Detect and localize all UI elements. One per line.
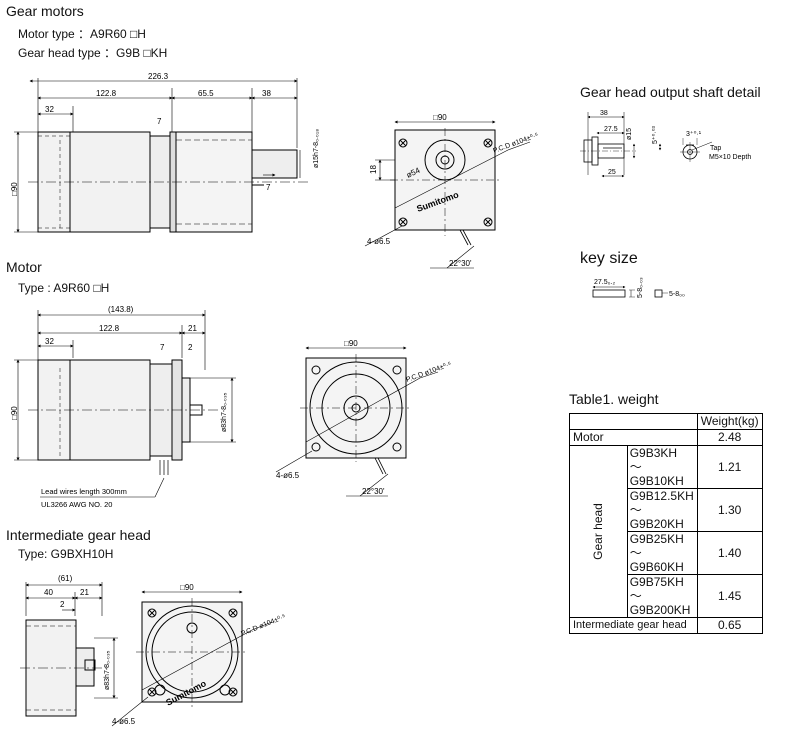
front-holes: 4-ø6.5 xyxy=(367,237,391,246)
motor-row-label: Motor xyxy=(569,429,698,446)
dim-shaft: ø15h7-8₀.₀₁₈ xyxy=(313,129,320,168)
inter-dim-21: 21 xyxy=(80,588,89,597)
motor-dim-122-8: 122.8 xyxy=(99,324,120,333)
dim-sq90: □90 xyxy=(10,182,19,196)
intermediate-row-label: Intermediate gear head xyxy=(569,617,698,634)
gear-head-label: Gear head xyxy=(590,503,605,560)
motor-front-angle: 22°30' xyxy=(362,487,385,496)
weight-header: Weight(kg) xyxy=(696,413,763,430)
motor-front-view xyxy=(275,346,439,497)
front-sq90: □90 xyxy=(433,113,447,122)
motor-dim-21: 21 xyxy=(188,324,197,333)
intermediate-title: Intermediate gear head xyxy=(6,527,151,543)
row-weight: 1.30 xyxy=(696,488,763,532)
key-size-title: key size xyxy=(580,250,638,267)
dim-65-5: 65.5 xyxy=(198,89,214,98)
table-row: G9B25KH～ G9B60KH xyxy=(626,531,698,575)
dim-7b: 7 xyxy=(266,183,271,192)
intermediate-front-view xyxy=(111,590,273,727)
table-row: G9B75KH～ G9B200KH xyxy=(626,574,698,618)
intermediate-side-view xyxy=(20,582,118,717)
front-pcd: P.C.D ø104±⁰·⁵ xyxy=(492,131,540,155)
motor-row-weight: 2.48 xyxy=(696,429,763,446)
inter-dim-overall: (61) xyxy=(58,574,73,583)
gear-motor-side-view xyxy=(14,78,310,233)
dim-32: 32 xyxy=(45,105,54,114)
inter-front-sq90: □90 xyxy=(180,583,194,592)
motor-lead-awg: UL3266 AWG NO. 20 xyxy=(41,500,112,509)
shaft-dim-38: 38 xyxy=(600,110,608,117)
table-row: G9B12.5KH～ G9B20KH xyxy=(626,488,698,532)
intermediate-row-weight: 0.65 xyxy=(696,617,763,634)
motor-title: Motor xyxy=(6,259,42,275)
dim-38: 38 xyxy=(262,89,271,98)
key-dim-5-8b: 5-8₀₀ xyxy=(669,291,685,298)
inter-dim-40: 40 xyxy=(44,588,53,597)
shaft-dim-3: 3⁺⁰·¹ xyxy=(686,130,702,138)
row-weight: 1.21 xyxy=(696,445,763,489)
shaft-detail-drawing xyxy=(580,112,713,178)
key-size-drawing xyxy=(592,285,668,298)
inter-dim-pilot: ø83h7-8₀.₀₃₅ xyxy=(104,650,111,690)
dim-overall: 226.3 xyxy=(148,72,169,81)
table-caption: Table1. weight xyxy=(569,391,659,407)
motor-dim-overall: (143.8) xyxy=(108,305,134,314)
inter-front-pcd: P.C.D ø104±⁰·⁵ xyxy=(240,613,287,638)
gear-motor-front-view xyxy=(364,120,531,269)
shaft-dim-5: 5⁺⁰·⁰³ xyxy=(651,125,659,144)
motor-front-pcd: P.C.D ø104±⁰·⁵ xyxy=(405,360,453,384)
shaft-detail-title: Gear head output shaft detail xyxy=(580,84,761,100)
shaft-dim-27-5: 27.5 xyxy=(604,126,618,133)
motor-dim-pilot: ø83h7-8₀.₀₃₅ xyxy=(221,392,228,432)
inter-front-holes: 4-ø6.5 xyxy=(112,717,136,726)
front-angle: 22°30' xyxy=(449,259,472,268)
key-dim-5-8a: 5-8₀.₀₃ xyxy=(637,277,644,298)
motor-lead-wires: Lead wires length 300mm xyxy=(41,487,127,496)
gear-head-type-label: Gear head type ：G9B □KH xyxy=(18,46,168,60)
gear-motors-title: Gear motors xyxy=(6,3,84,19)
front-d18: 18 xyxy=(369,165,378,174)
dim-7a: 7 xyxy=(157,117,162,126)
key-dim-27-5: 27.5₀.₂ xyxy=(594,279,615,286)
motor-type: Type : A9R60 □H xyxy=(18,281,110,295)
shaft-dim-15: ø15 xyxy=(626,128,633,140)
motor-dim-2: 2 xyxy=(188,343,193,352)
motor-dim-sq90: □90 xyxy=(10,406,19,420)
shaft-tap-size: M5×10 Depth xyxy=(709,154,751,161)
row-weight: 1.40 xyxy=(696,531,763,575)
dim-122-8: 122.8 xyxy=(96,89,117,98)
table-row: G9B3KH～ G9B10KH xyxy=(626,445,698,489)
intermediate-type: Type: G9BXH10H xyxy=(18,547,114,561)
shaft-tap: Tap xyxy=(710,145,721,152)
motor-front-sq90: □90 xyxy=(344,339,358,348)
shaft-dim-25: 25 xyxy=(608,169,616,176)
row-weight: 1.45 xyxy=(696,574,763,618)
motor-type-label: Motor type ：A9R60 □H xyxy=(18,27,146,41)
inter-dim-2: 2 xyxy=(60,600,65,609)
motor-dim-32: 32 xyxy=(45,337,54,346)
motor-front-holes: 4-ø6.5 xyxy=(276,471,300,480)
motor-side-view xyxy=(14,310,236,498)
weight-table: Weight(kg) Motor 2.48 Gear head G9B3KH～ … xyxy=(569,413,763,634)
motor-dim-7: 7 xyxy=(160,343,165,352)
